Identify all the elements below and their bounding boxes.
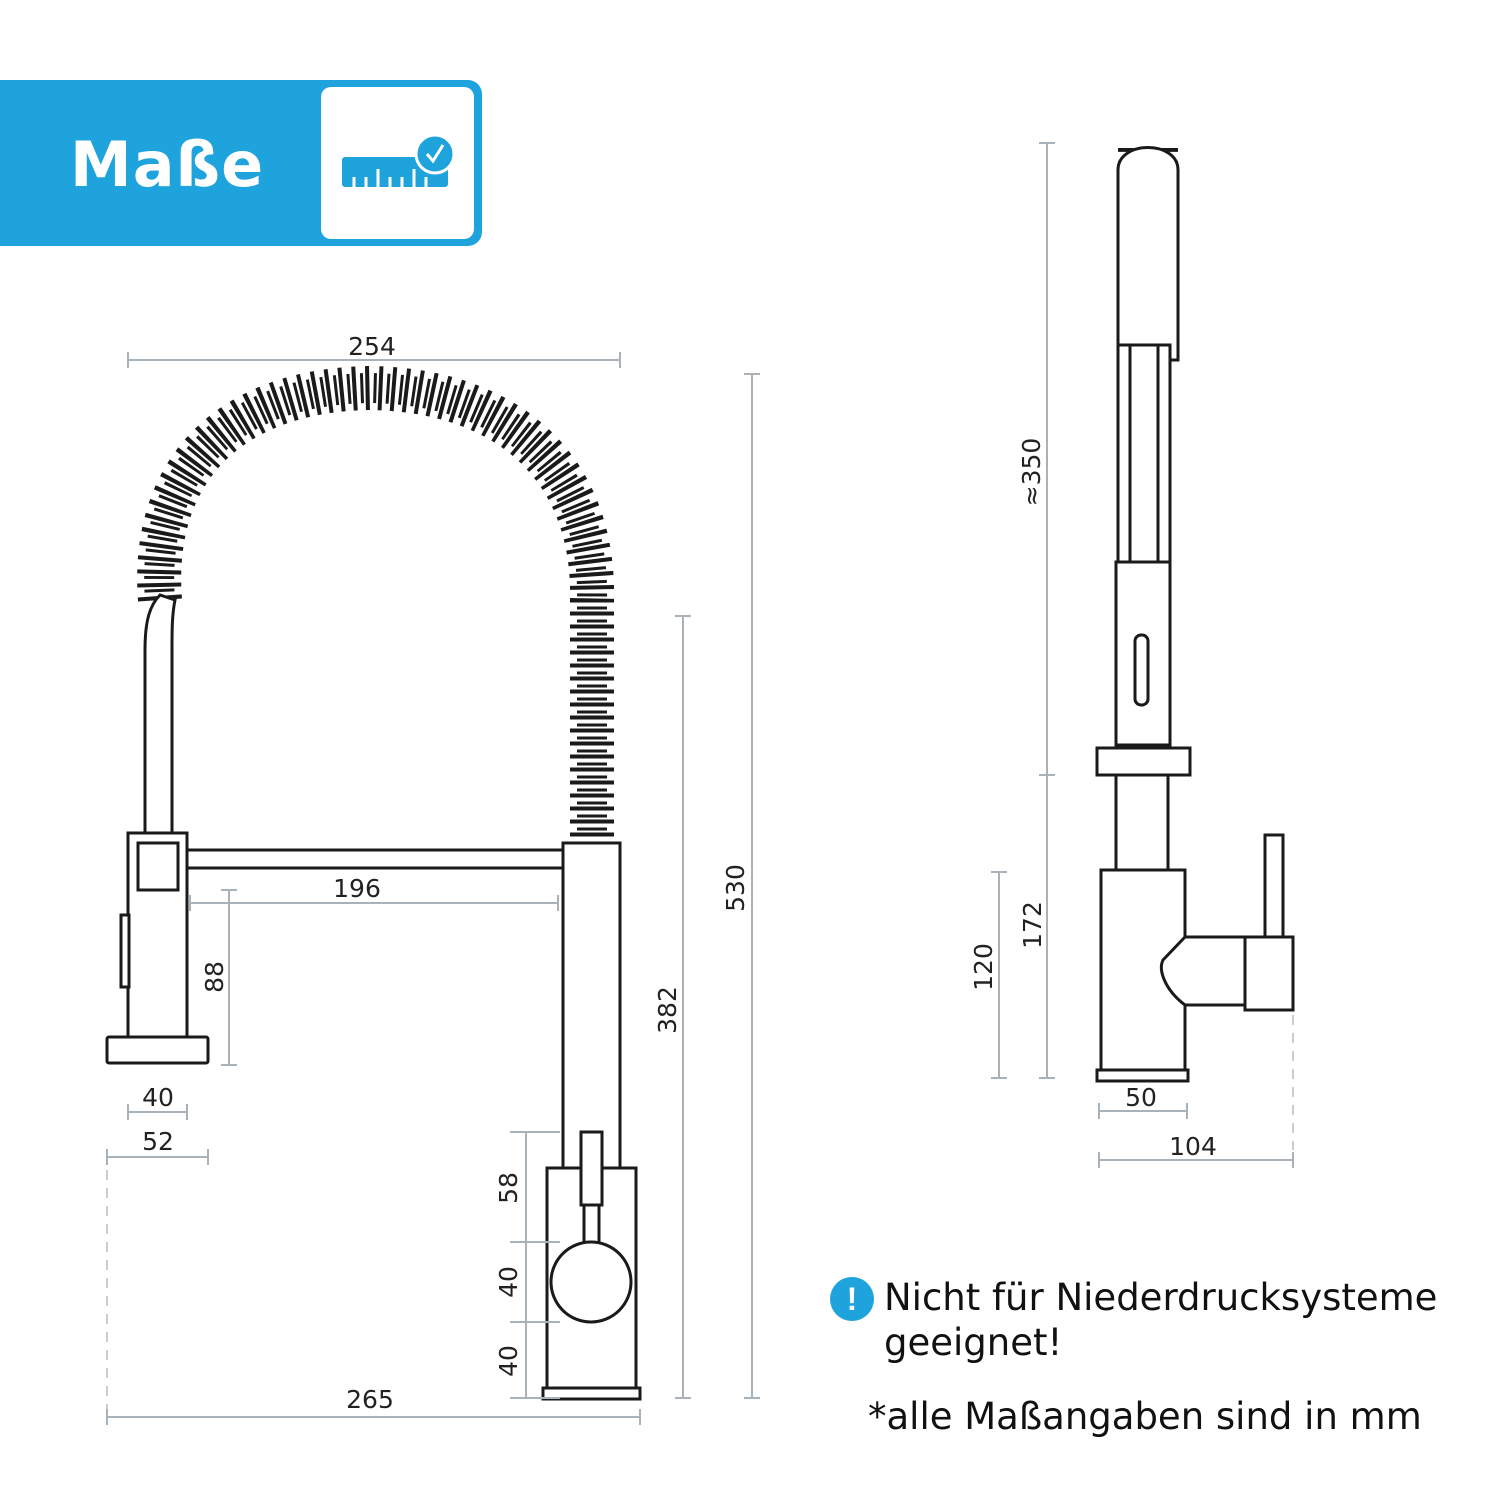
ruler-check-icon (321, 87, 474, 239)
exclamation-icon: ! (830, 1277, 874, 1321)
dim-382: 382 (653, 986, 682, 1034)
units-note: *alle Maßangaben sind in mm (868, 1395, 1422, 1438)
dim-88: 88 (200, 961, 229, 993)
warning-note: Nicht für Niederdrucksysteme geeignet! (884, 1275, 1437, 1365)
dim-172: 172 (1018, 901, 1047, 949)
dim-52: 52 (142, 1127, 174, 1156)
dim-350: ≈350 (1017, 438, 1046, 507)
warning-line-1: Nicht für Niederdrucksysteme (884, 1276, 1438, 1319)
side-faucet (1095, 146, 1295, 1083)
dimension-lines (106, 142, 1294, 1425)
dim-104: 104 (1169, 1132, 1217, 1161)
page-title: Maße (70, 128, 265, 201)
dim-40-base: 40 (494, 1345, 523, 1377)
dim-50: 50 (1125, 1083, 1157, 1112)
dim-254: 254 (348, 332, 396, 361)
dim-40-knob: 40 (494, 1266, 523, 1298)
dim-40-base-inner: 40 (142, 1083, 174, 1112)
dim-120: 120 (969, 943, 998, 991)
warning-line-2: geeignet! (884, 1321, 1063, 1364)
dim-196: 196 (333, 874, 381, 903)
dim-265: 265 (346, 1385, 394, 1414)
front-faucet (105, 365, 642, 1401)
dim-58: 58 (494, 1172, 523, 1204)
dim-530: 530 (721, 864, 750, 912)
